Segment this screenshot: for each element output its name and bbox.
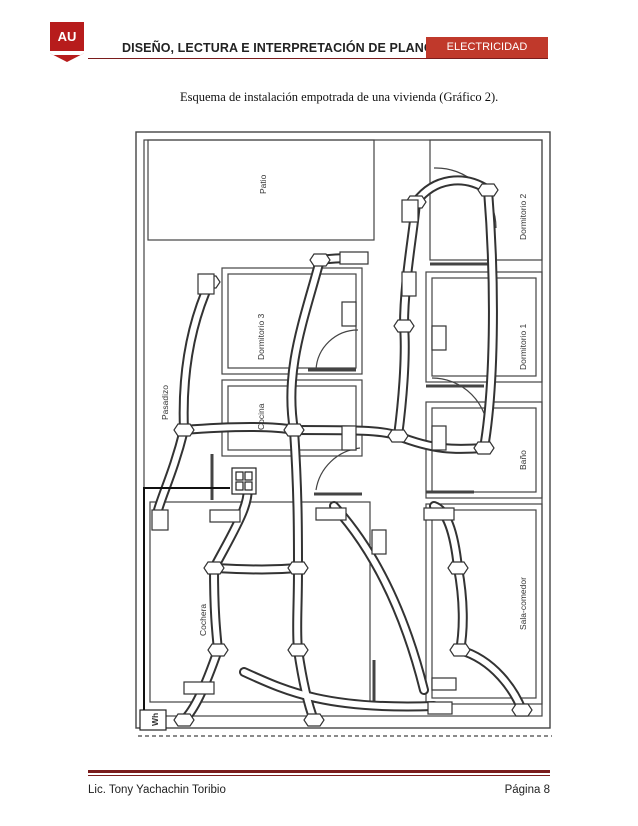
header-subject-tag: ELECTRICIDAD (426, 37, 548, 58)
figure-caption: Esquema de instalación empotrada de una … (180, 90, 499, 104)
header-rule (88, 58, 548, 59)
university-logo: AU (50, 22, 84, 62)
footer-author: Lic. Tony Yachachin Toribio (88, 784, 226, 796)
meter-label: Wh (150, 713, 160, 726)
room-label-cochera: Cochera (198, 604, 208, 636)
footer-page-number: Página 8 (504, 784, 550, 796)
room-label-dormitorio3: Dormitorio 3 (256, 313, 266, 360)
header-title: DISEÑO, LECTURA E INTERPRETACIÓN DE PLAN… (122, 41, 443, 55)
room-label-patio: Patio (258, 174, 268, 194)
room-label-sala: Sala-comedor (518, 577, 528, 630)
room-label-bano: Baño (518, 450, 528, 470)
footer-rule-thin (88, 775, 550, 776)
room-label-cocina: Cocina (256, 403, 266, 430)
footer-rule-thick (88, 770, 550, 773)
room-label-pasadizo: Pasadizo (160, 385, 170, 420)
room-label-dormitorio1: Dormitorio 1 (518, 323, 528, 370)
room-label-dormitorio2: Dormitorio 2 (518, 193, 528, 240)
floor-plan-diagram: Patio Dormitorio 2 Dormitorio 3 Dormitor… (135, 131, 552, 737)
